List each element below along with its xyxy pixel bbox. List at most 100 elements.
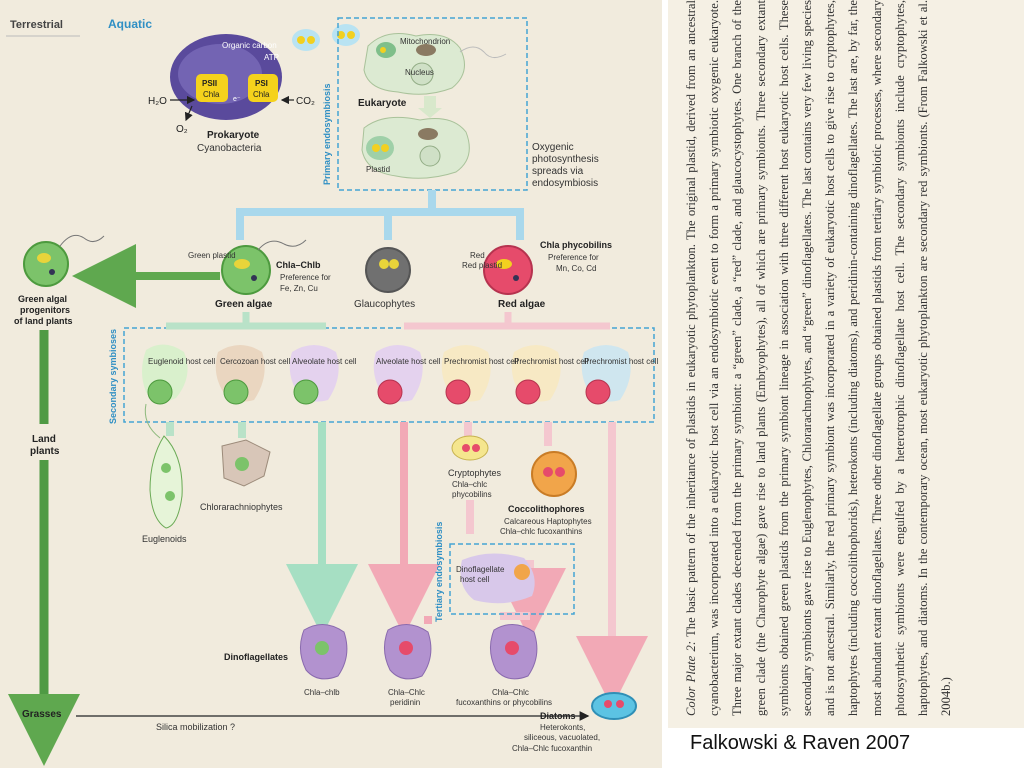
header-terrestrial: Terrestrial xyxy=(10,19,63,31)
host-cell-cercozoan: Cercozoan host cell xyxy=(220,357,290,366)
coccolithophores-title: Coccolithophores xyxy=(508,504,585,514)
euglenoid-host-cell xyxy=(142,344,188,405)
atp-label: ATP xyxy=(264,53,279,62)
green-algae-title: Green algae xyxy=(215,299,273,310)
dino3-line-1: Chla–Chlc xyxy=(492,688,529,697)
oxygenic-line-4: endosymbiosis xyxy=(532,178,598,189)
coccolithophore-cell xyxy=(531,451,577,497)
co2-label: CO₂ xyxy=(296,96,315,107)
cryptophytes-line-2: Chla–chlc xyxy=(452,480,487,489)
caption-label: Color Plate 2: xyxy=(684,640,698,716)
dinoflagellate-tertiary xyxy=(490,624,538,680)
alveolate-host-cell-green xyxy=(289,345,339,405)
endosymbiosis-arrow xyxy=(418,96,442,118)
o2-arrow xyxy=(184,105,193,122)
red-algae-cell xyxy=(483,245,533,295)
oxygenic-line-2: photosynthesis xyxy=(532,154,599,165)
host-cell-alveolate-2: Alveolate host cell xyxy=(376,357,441,366)
dinoflagellate-green xyxy=(300,624,348,680)
cryptophytes-line-3: phycobilins xyxy=(452,490,492,499)
silica-label: Silica mobilization ? xyxy=(156,722,235,732)
prechromist-host-cell-1 xyxy=(441,345,491,405)
dinoflagellates-title: Dinoflagellates xyxy=(224,652,288,662)
green-pref-line-3: Fe, Zn, Cu xyxy=(280,284,318,293)
primary-endosymbiosis-label: Primary endosymbiosis xyxy=(322,83,332,185)
glaucophytes-title: Glaucophytes xyxy=(354,299,415,310)
h2o-label: H₂O xyxy=(148,96,167,107)
grasses-label: Grasses xyxy=(22,709,62,720)
diatoms-sub-2: siliceous, vacuolated, xyxy=(524,733,600,742)
red-pref-line-2: Preference for xyxy=(548,253,599,262)
psi-label: PSI xyxy=(255,79,268,88)
progenitors-line-2: progenitors xyxy=(20,305,70,315)
dino-host-line-2: host cell xyxy=(460,575,490,584)
cercozoan-host-cell xyxy=(215,345,265,405)
green-algal-progenitor-cell xyxy=(23,234,105,287)
alveolate-host-cell-red xyxy=(373,345,423,405)
header-aquatic: Aquatic xyxy=(108,17,152,31)
diatoms-sub-1: Heterokonts, xyxy=(540,723,585,732)
oxygenic-line-3: spreads via xyxy=(532,166,584,177)
coccolithophores-sub-1: Calcareous Haptophytes xyxy=(504,517,592,526)
dino3-line-2: fucoxanthins or phycobilins xyxy=(456,698,552,707)
host-cell-prechromist-2: Prechromist host cell xyxy=(514,357,588,366)
prokaryote-title: Prokaryote xyxy=(207,130,260,141)
host-cell-prechromist-1: Prechromist host cell xyxy=(444,357,518,366)
primary-distribution-arrows xyxy=(236,190,524,240)
plastid-eukaryote-cell xyxy=(361,116,470,179)
mitochondrion-label: Mitochondrion xyxy=(400,37,450,46)
diatoms-title: Diatoms xyxy=(540,711,576,721)
diatom-cell xyxy=(591,692,637,720)
red-pref-line-1: Chla phycobilins xyxy=(540,240,612,250)
oxygenic-line-1: Oxygenic xyxy=(532,142,574,153)
dinoflagellate-host-cell xyxy=(460,553,535,604)
chla-right-label: Chla xyxy=(253,90,270,99)
dino1-label: Chla–chlb xyxy=(304,688,340,697)
secondary-symbioses-label: Secondary symbioses xyxy=(108,329,118,424)
host-cell-alveolate-1: Alveolate host cell xyxy=(292,357,357,366)
psii-label: PSII xyxy=(202,79,217,88)
euglenoids-title: Euglenoids xyxy=(142,534,187,544)
red-plastid-label: Red plastid xyxy=(462,261,502,270)
free-cyanobacteria xyxy=(292,24,360,51)
plastid-label: Plastid xyxy=(366,165,390,174)
secondary-branch-lines xyxy=(166,312,610,330)
dino2-line-2: peridinin xyxy=(390,698,420,707)
caption-text-rotated: Color Plate 2: The basic pattern of the … xyxy=(676,0,1024,722)
red-plastid-label-1: Red xyxy=(470,251,485,260)
secondary-symbioses-box xyxy=(123,327,655,423)
land-plants-line-2: plants xyxy=(30,446,60,457)
progenitors-line-3: of land plants xyxy=(14,316,73,326)
nucleus-label: Nucleus xyxy=(405,68,434,77)
host-cell-prechromist-3: Prechromist host cell xyxy=(584,357,658,366)
electron-label: e⁻ xyxy=(233,96,241,103)
dino-host-line-1: Dinoflagellate xyxy=(456,565,505,574)
chlorarachniophytes-title: Chlorarachniophytes xyxy=(200,502,283,512)
cryptophytes-line-1: Cryptophytes xyxy=(448,468,502,478)
dinoflagellate-cells xyxy=(300,624,538,680)
prokaryote-cell xyxy=(170,34,282,120)
chla-left-label: Chla xyxy=(203,90,220,99)
green-plastid-label: Green plastid xyxy=(188,251,236,260)
eukaryote-title: Eukaryote xyxy=(358,98,407,109)
red-pref-line-3: Mn, Co, Cd xyxy=(556,264,596,273)
plastid-inheritance-diagram: Terrestrial Aquatic PSII Chla PSI Chla e… xyxy=(6,17,658,766)
source-credit: Falkowski & Raven 2007 xyxy=(690,732,911,754)
o2-label: O₂ xyxy=(176,124,188,135)
green-algae-cell xyxy=(221,239,307,295)
prechromist-host-cell-3 xyxy=(581,345,631,405)
coccolithophores-sub-2: Chla–chlc fucoxanthins xyxy=(500,527,582,536)
organic-carbon-label: Organic carbon xyxy=(222,41,277,50)
green-pref-line-2: Preference for xyxy=(280,273,331,282)
eukaryote-cell xyxy=(363,33,507,95)
caption-panel: Color Plate 2: The basic pattern of the … xyxy=(668,0,1024,728)
chlorarachniophyte-cell xyxy=(221,439,271,487)
green-pref-line-1: Chla–Chlb xyxy=(276,260,321,270)
progenitors-line-1: Green algal xyxy=(18,294,67,304)
tertiary-label: Tertiary endosymbiosis xyxy=(434,522,444,622)
land-plants-line-1: Land xyxy=(32,434,56,445)
host-cell-euglenoid: Euglenoid host cell xyxy=(148,357,215,366)
diagram-panel: Terrestrial Aquatic PSII Chla PSI Chla e… xyxy=(0,0,662,768)
diatoms-sub-3: Chla–Chlc fucoxanthin xyxy=(512,744,592,753)
secondary-host-cells xyxy=(142,344,631,405)
